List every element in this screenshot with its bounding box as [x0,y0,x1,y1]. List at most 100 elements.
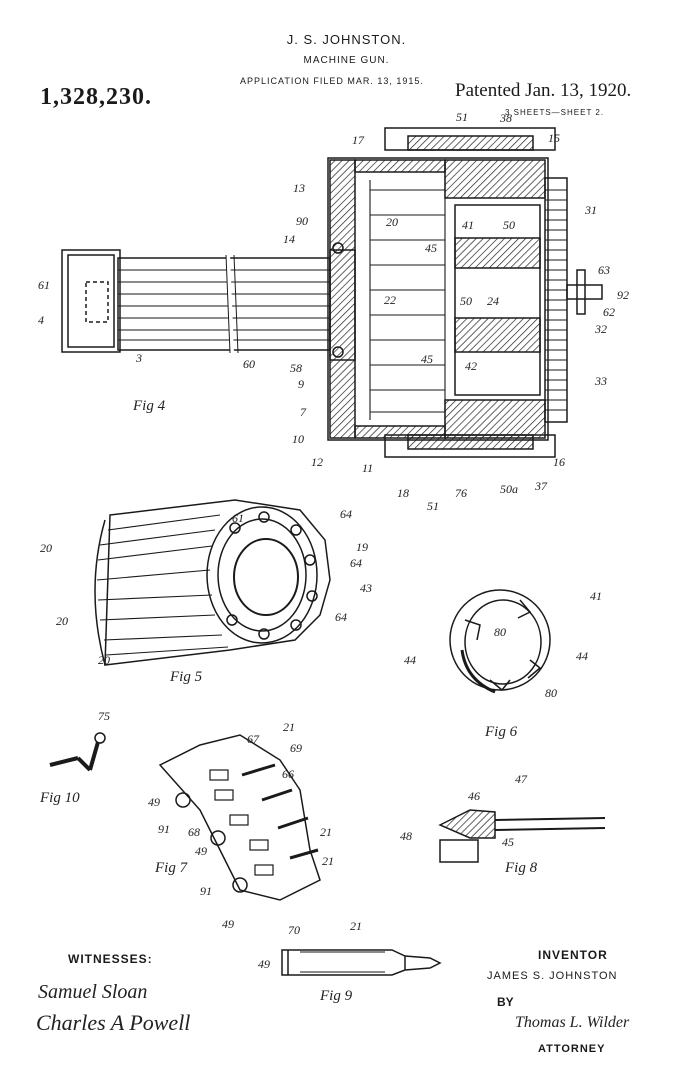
ref-label: 64 [350,556,362,570]
ref-label: 15 [548,131,560,145]
ref-label: 47 [515,772,528,786]
fig4-caption: Fig 4 [132,398,166,414]
ref-label: 13 [293,181,305,195]
fig5-caption: Fig 5 [169,669,203,685]
application-date: APPLICATION FILED MAR. 13, 1915. [240,76,424,86]
ref-label: 49 [258,957,270,971]
ref-label: 80 [494,625,506,639]
ref-label: 20 [386,215,398,229]
ref-label: 51 [456,110,468,124]
ref-label: 18 [397,486,409,500]
inventor-label: INVENTOR [538,948,608,962]
ref-label: 91 [200,884,212,898]
ref-label: 21 [322,854,334,868]
patented-date: Patented Jan. 13, 1920. [455,80,632,101]
fig8-drawing [438,809,606,863]
ref-label: 58 [290,361,302,375]
ref-label: 44 [404,653,416,667]
ref-label: 62 [603,305,615,319]
fig9-drawing [281,949,442,976]
ref-label: 22 [384,293,396,307]
sheet-count: 3 SHEETS—SHEET 2. [505,108,605,117]
fig8-caption: Fig 8 [504,860,538,876]
witness-signature-2: Charles A Powell [36,1010,190,1035]
ref-label: 80 [545,686,557,700]
ref-label: 37 [534,479,548,493]
ref-label: 50 [460,294,472,308]
fig7-caption: Fig 7 [154,860,189,876]
ref-label: 33 [594,374,607,388]
attorney-signature: Thomas L. Wilder [515,1014,630,1031]
ref-label: 20 [56,614,68,628]
attorney-label: ATTORNEY [538,1043,606,1055]
ref-label: 63 [598,263,610,277]
ref-label: 45 [425,241,437,255]
ref-label: 41 [590,589,602,603]
ref-label: 70 [288,923,300,937]
ref-label: 48 [400,829,412,843]
ref-label: 9 [298,377,304,391]
ref-label: 17 [352,133,365,147]
ref-label: 41 [462,218,474,232]
ref-label: 91 [158,822,170,836]
fig7-drawing [158,734,321,901]
ref-label: 11 [362,461,373,475]
fig6-caption: Fig 6 [484,724,518,740]
ref-label: 60 [243,357,255,371]
ref-label: 31 [584,203,597,217]
ref-label: 16 [553,455,565,469]
ref-label: 49 [222,917,234,931]
ref-label: 32 [594,322,607,336]
ref-label: 4 [38,313,44,327]
ref-label: 50a [500,482,518,496]
ref-label: 12 [311,455,323,469]
fig10-drawing [49,732,106,772]
ref-label: 46 [468,789,480,803]
ref-label: 7 [300,405,307,419]
witness-signature-1: Samuel Sloan [38,981,147,1003]
fig6-drawing [449,589,551,694]
ref-label: 66 [282,767,294,781]
ref-label: 61 [38,278,50,292]
ref-label: 76 [455,486,467,500]
ref-label: 21 [350,919,362,933]
ref-label: 75 [98,709,110,723]
ref-label: 19 [356,540,368,554]
ref-label: 44 [576,649,588,663]
ref-label: 20 [98,653,110,667]
inventor-name: JAMES S. JOHNSTON [487,970,618,982]
ref-label: 21 [283,720,295,734]
invention-title: MACHINE GUN. [303,55,390,66]
ref-label: 50 [503,218,515,232]
ref-label: 3 [135,351,142,365]
fig9-caption: Fig 9 [319,988,353,1004]
ref-label: 10 [292,432,304,446]
ref-label: 42 [465,359,477,373]
fig10-caption: Fig 10 [39,790,80,806]
ref-label: 64 [340,507,352,521]
ref-label: 45 [502,835,514,849]
ref-label: 43 [360,581,372,595]
ref-label: 51 [427,499,439,513]
ref-label: 64 [335,610,347,624]
ref-label: 49 [195,844,207,858]
fig4-drawing [61,127,603,458]
ref-label: 90 [296,214,308,228]
ref-label: 92 [617,288,629,302]
inventor-header: J. S. JOHNSTON. [286,32,407,47]
witnesses-label: WITNESSES: [68,952,153,966]
ref-label: 68 [188,825,200,839]
fig5-drawing [94,499,331,666]
ref-label: 14 [283,232,295,246]
ref-label: 20 [40,541,52,555]
ref-label: 49 [148,795,160,809]
ref-label: 21 [320,825,332,839]
ref-label: 67 [247,732,260,746]
ref-label: 61 [232,511,244,525]
patent-number: 1,328,230. [40,84,152,110]
ref-label: 45 [421,352,433,366]
ref-label: 24 [487,294,499,308]
ref-label: 38 [499,111,512,125]
ref-label: 69 [290,741,302,755]
